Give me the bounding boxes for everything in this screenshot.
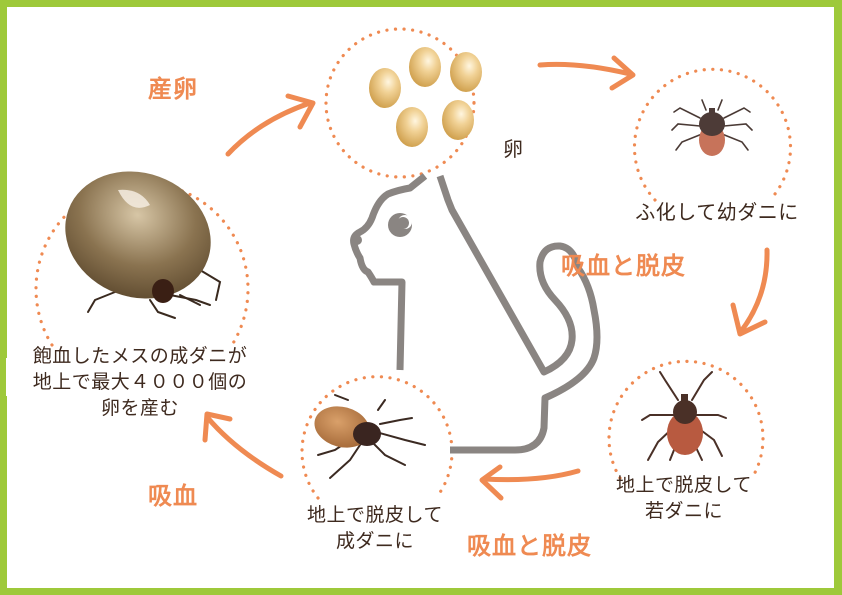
nymph-tick-icon xyxy=(641,371,727,461)
larva-circle xyxy=(632,67,793,202)
frame-border-bottom xyxy=(0,588,842,595)
cat-nose-icon xyxy=(352,235,362,245)
label-feed: 吸血 xyxy=(148,482,198,510)
eggs-caption: 卵 xyxy=(503,137,524,161)
eggs-icon xyxy=(369,47,482,147)
label-feed-molt-1: 吸血と脱皮 xyxy=(561,252,686,280)
frame-border-right xyxy=(834,0,842,595)
frame-notch xyxy=(6,358,12,396)
nymph-circle xyxy=(607,359,765,480)
arrow-to-adult xyxy=(481,468,581,483)
nymph-caption-line1: 地上で脱皮して xyxy=(616,474,752,496)
frame-border-left xyxy=(0,0,7,595)
nymph-caption-line2: 若ダニに xyxy=(644,500,723,522)
arrow-hatch xyxy=(537,61,633,77)
adult-caption-line2: 成ダニに xyxy=(335,530,414,552)
engorged-caption-line3: 卵を産む xyxy=(100,397,179,419)
engorged-tick-icon xyxy=(65,171,222,319)
cat-outline-icon xyxy=(350,173,601,454)
adult-tick-icon xyxy=(314,394,426,479)
engorged-caption-line1: 飽血したメスの成ダニが xyxy=(32,345,248,367)
frame-border-top xyxy=(0,0,842,7)
larva-caption: ふ化して幼ダニに xyxy=(635,200,799,224)
arrow-feed xyxy=(204,414,284,479)
arrow-laying xyxy=(225,100,313,157)
arrow-to-nymph xyxy=(739,247,770,333)
adult-caption-line1: 地上で脱皮して xyxy=(307,504,443,526)
eggs-circle xyxy=(324,27,476,179)
label-feed-molt-2: 吸血と脱皮 xyxy=(467,532,592,560)
larva-tick-icon xyxy=(671,99,753,151)
label-laying: 産卵 xyxy=(148,75,198,103)
engorged-caption-line2: 地上で最大４０００個の xyxy=(32,371,248,393)
